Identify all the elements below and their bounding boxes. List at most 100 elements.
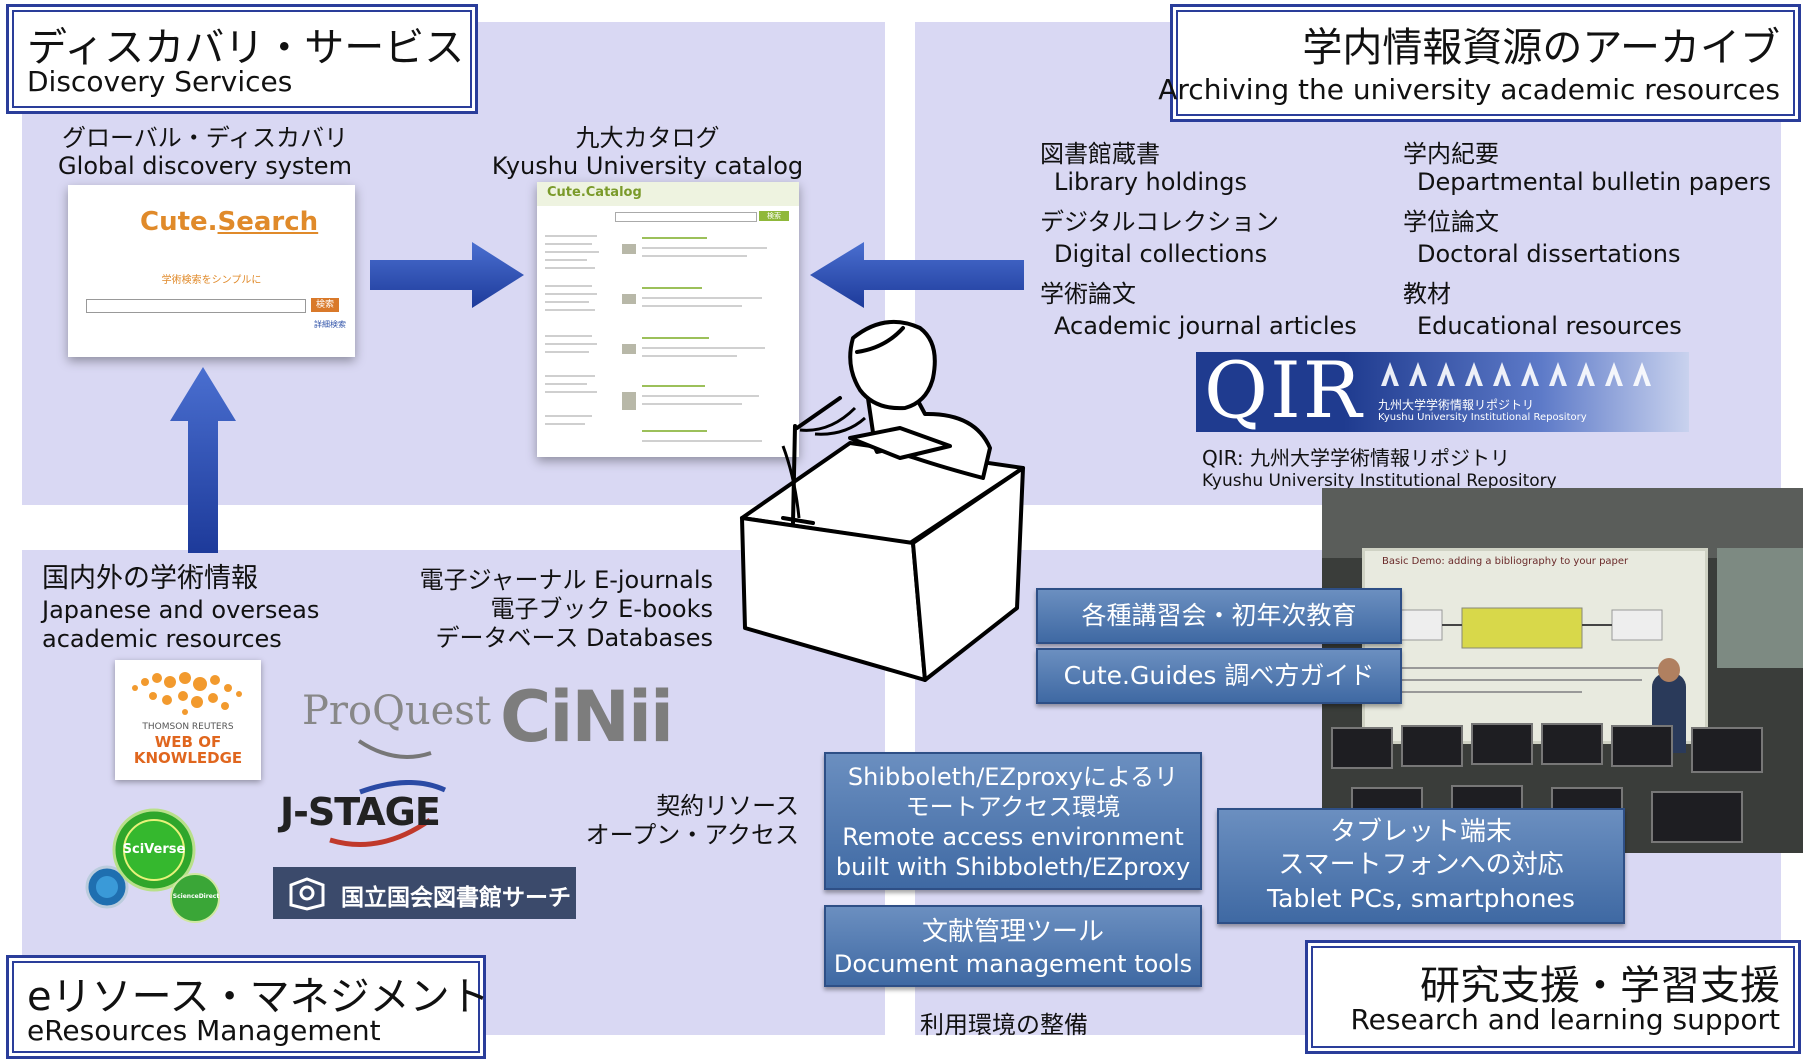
arrow-archive-to-catalog	[810, 242, 1024, 308]
cute-catalog-header	[537, 182, 799, 206]
archive-item-bulletin-jp: 学内紀要	[1403, 140, 1499, 168]
jstage-swoosh	[329, 780, 447, 847]
resource-type-ejournals: 電子ジャーナル E-journals	[419, 566, 713, 594]
ndl-search-text: 国立国会図書館サーチ	[341, 885, 571, 911]
qir-caption-en: Kyushu University Institutional Reposito…	[1202, 471, 1557, 491]
cute-search-button[interactable]: 検索	[311, 298, 339, 312]
archive-item-articles-en: Academic journal articles	[1054, 312, 1357, 340]
qir-logo-sub-jp: 九州大学学術情報リポジトリ	[1378, 398, 1535, 412]
photo-ceiling	[1322, 488, 1803, 558]
archive-item-digital-jp: デジタルコレクション	[1040, 208, 1280, 236]
discovery-title-jp: ディスカバリ・サービス	[27, 25, 465, 71]
catalog-label-en: Kyushu University catalog	[491, 152, 804, 180]
cute-search-logo-a: Cute.	[140, 207, 218, 237]
contract-resources-label: 契約リソース	[656, 792, 799, 820]
projector-slide-diagram	[1382, 607, 1663, 693]
archive-item-digital-en: Digital collections	[1054, 240, 1268, 268]
wok-text-2: WEB OF	[154, 733, 222, 751]
qir-logo: QIR 九州大学学術情報リポジトリ Kyushu University Inst…	[1196, 352, 1689, 432]
cute-catalog-logo: Cute.Catalog	[547, 185, 642, 200]
support-title-en: Research and learning support	[1350, 1003, 1780, 1036]
cute-search-input[interactable]	[86, 299, 306, 313]
open-access-label: オープン・アクセス	[585, 821, 799, 849]
reference-management-jp: 文献管理ツール	[921, 917, 1104, 947]
support-title-box: 研究支援・学習支援 Research and learning support	[1305, 940, 1801, 1054]
archive-title-box: 学内情報資源のアーカイブ Archiving the university ac…	[1158, 4, 1801, 122]
archive-item-library-en: Library holdings	[1054, 168, 1247, 196]
archive-item-bulletin-en: Departmental bulletin papers	[1417, 168, 1772, 196]
classroom-photo: Basic Demo: adding a bibliography to you…	[1322, 488, 1803, 853]
tablet-support-line-2: スマートフォンへの対応	[1278, 850, 1564, 880]
ndl-icon	[289, 877, 325, 911]
global-discovery-label-en: Global discovery system	[58, 152, 352, 180]
proquest-logo: ProQuest	[302, 688, 491, 734]
archive-title-en: Archiving the university academic resour…	[1158, 73, 1780, 106]
cute-catalog-search-input[interactable]	[615, 212, 757, 222]
seminars-button-label: 各種講習会・初年次教育	[1081, 601, 1357, 630]
presenter-head	[1658, 658, 1680, 682]
eresources-title-box: eリソース・マネジメント eResources Management	[6, 955, 490, 1059]
cute-catalog-result-lines	[545, 235, 767, 442]
cute-catalog-screenshot: Cute.Catalog 検索	[537, 182, 799, 457]
archive-item-articles-jp: 学術論文	[1040, 280, 1136, 308]
cinii-logo: CiNii	[500, 676, 674, 758]
seminars-button[interactable]: 各種講習会・初年次教育	[1036, 588, 1402, 644]
archive-item-library-jp: 図書館蔵書	[1040, 140, 1160, 168]
resource-type-ebooks: 電子ブック E-books	[490, 595, 713, 623]
cute-catalog-search-button[interactable]: 検索	[759, 211, 789, 221]
remote-access-line-1: Shibboleth/EZproxyによるリ	[847, 763, 1179, 791]
archive-title-jp: 学内情報資源のアーカイブ	[1302, 25, 1780, 71]
tablet-support-line-1: タブレット端末	[1329, 817, 1512, 847]
cute-guides-button[interactable]: Cute.Guides 調べ方ガイド	[1036, 648, 1402, 704]
eresources-title-en: eResources Management	[27, 1014, 381, 1047]
archive-item-educational-jp: 教材	[1403, 280, 1451, 308]
ndl-search-logo: 国立国会図書館サーチ	[273, 867, 576, 919]
discovery-title-en: Discovery Services	[27, 65, 293, 98]
web-of-knowledge-logo: THOMSON REUTERS WEB OF KNOWLEDGE	[115, 660, 261, 780]
catalog-label-jp: 九大カタログ	[575, 124, 720, 152]
remote-access-line-4: built with Shibboleth/EZproxy	[835, 853, 1191, 881]
arrow-search-to-catalog	[370, 242, 524, 308]
resource-type-databases: データベース Databases	[435, 624, 713, 652]
discovery-title-box: ディスカバリ・サービス Discovery Services	[6, 4, 478, 114]
qir-logo-figures	[1381, 362, 1651, 386]
sciverse-label: SciVerse	[122, 842, 186, 857]
proquest-swoosh	[357, 739, 432, 759]
archive-item-educational-en: Educational resources	[1417, 312, 1682, 340]
remote-access-line-3: Remote access environment	[842, 823, 1184, 851]
global-discovery-label-jp: グローバル・ディスカバリ	[61, 124, 349, 152]
cute-search-tagline: 学術検索をシンプルに	[161, 275, 262, 286]
wok-text-1: THOMSON REUTERS	[142, 722, 234, 732]
tablet-support-line-3: Tablet PCs, smartphones	[1267, 884, 1575, 913]
eresources-heading-jp: 国内外の学術情報	[42, 563, 258, 594]
support-title-jp: 研究支援・学習支援	[1420, 963, 1780, 1009]
eresources-heading-en-1: Japanese and overseas	[42, 596, 320, 624]
jstage-logo: J-STAGE	[280, 790, 441, 834]
cute-search-advanced-link[interactable]: 詳細検索	[314, 320, 346, 329]
archive-item-dissertation-en: Doctoral dissertations	[1417, 240, 1681, 268]
qir-logo-sub-en: Kyushu University Institutional Reposito…	[1378, 412, 1587, 423]
cute-search-logo-b: Search	[217, 207, 319, 237]
sciencedirect-label: ScienceDirect	[172, 893, 220, 900]
remote-access-box[interactable]: Shibboleth/EZproxyによるリ モートアクセス環境 Remote …	[824, 752, 1202, 890]
eresources-heading-en-2: academic resources	[42, 625, 282, 653]
sciverse-logo-graphic	[85, 808, 220, 923]
photo-window	[1717, 548, 1803, 668]
quadrant-eresources	[22, 550, 885, 1035]
reference-management-box[interactable]: 文献管理ツール Document management tools	[824, 905, 1202, 987]
environment-label: 利用環境の整備	[920, 1011, 1088, 1039]
cute-search-screenshot: Cute.Search 学術検索をシンプルに 検索 詳細検索	[68, 185, 355, 357]
tablet-support-box[interactable]: タブレット端末 スマートフォンへの対応 Tablet PCs, smartpho…	[1217, 808, 1625, 924]
eresources-title-jp: eリソース・マネジメント	[27, 974, 490, 1020]
qir-caption-jp: QIR: 九州大学学術情報リポジトリ	[1202, 446, 1511, 470]
projector-slide-title: Basic Demo: adding a bibliography to you…	[1382, 556, 1629, 567]
reference-management-en: Document management tools	[833, 950, 1193, 978]
wok-dots-graphic	[132, 672, 242, 715]
qir-logo-text: QIR	[1204, 352, 1364, 432]
cute-search-logo: Cute.Search	[140, 207, 318, 237]
remote-access-line-2: モートアクセス環境	[905, 793, 1121, 821]
archive-item-dissertation-jp: 学位論文	[1403, 208, 1499, 236]
cute-guides-button-label: Cute.Guides 調べ方ガイド	[1063, 661, 1375, 690]
person-at-desk-illustration	[740, 320, 1025, 682]
arrow-resources-to-search	[170, 367, 236, 553]
